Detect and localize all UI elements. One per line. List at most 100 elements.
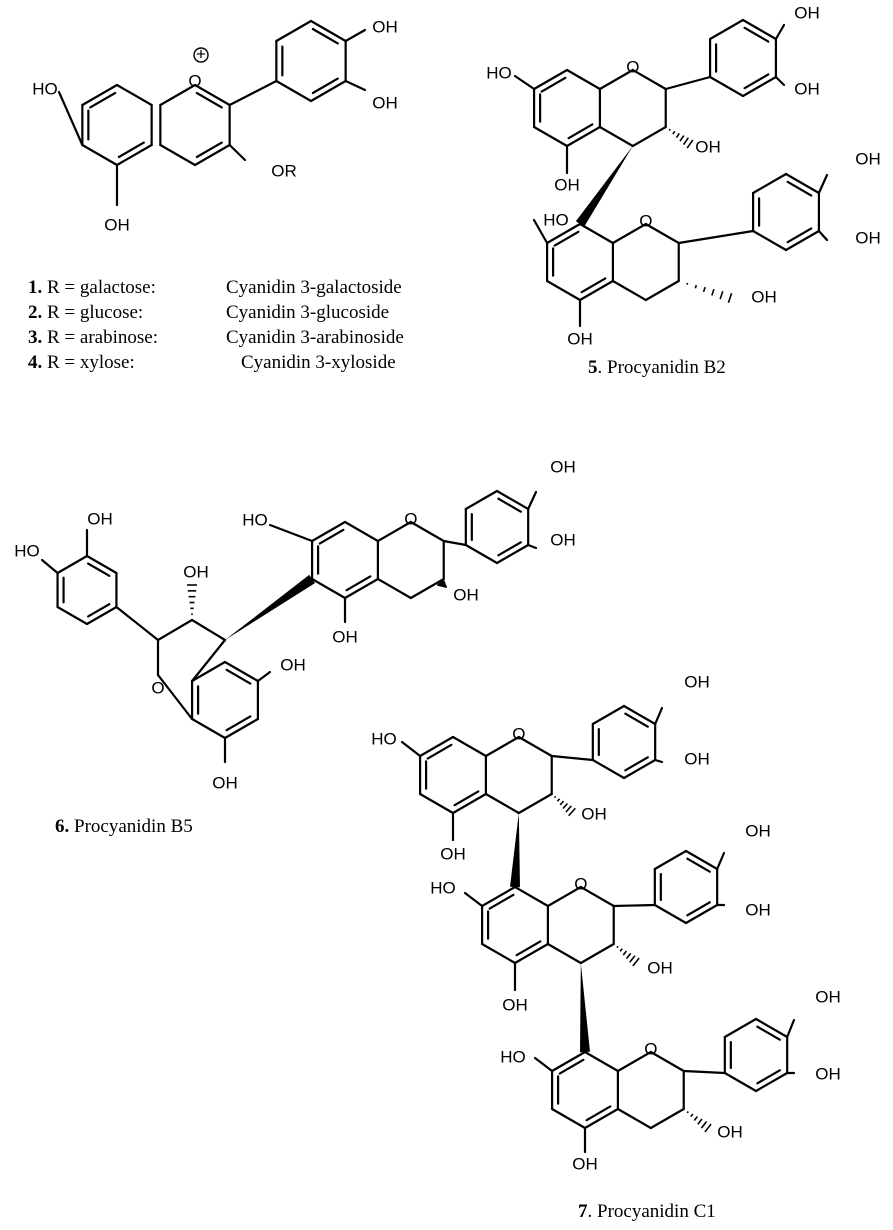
hydroxyl-label: OH — [581, 804, 607, 823]
aryl-bond — [612, 903, 656, 908]
hydroxyl-label: OH — [453, 585, 479, 604]
hydroxyl-label: OH — [815, 1064, 841, 1083]
hydroxyl-bond — [527, 543, 538, 550]
hashed-bond-stroke — [439, 582, 447, 586]
double-bond-inner-line — [195, 91, 223, 109]
flavanol-a-ring — [451, 792, 488, 815]
catechol-b-ring — [784, 172, 821, 195]
catechol-b-ring — [464, 543, 499, 565]
svg-text:7. Procyanidin C1: 7. Procyanidin C1 — [578, 1201, 716, 1222]
svg-text:6. Procyanidin B5: 6. Procyanidin B5 — [55, 816, 193, 837]
catechol-b-ring — [723, 1071, 758, 1093]
hashed-bond-stroke — [440, 581, 446, 584]
catechol-b-ring — [784, 229, 821, 252]
svg-text:5. Procyanidin B2: 5. Procyanidin B2 — [588, 357, 726, 378]
flavanol-a-ring — [310, 520, 347, 543]
aryl-bond — [550, 754, 594, 762]
catechol-b-ring — [495, 489, 530, 511]
double-bond-inner-line — [786, 227, 813, 244]
flavanol-a-ring — [418, 735, 455, 758]
catechol-b-ring — [622, 758, 657, 780]
double-bond-inner-line — [686, 901, 711, 917]
hydroxyl-label: HO — [371, 729, 397, 748]
flavanol-c-ring — [156, 673, 194, 721]
ring-oxygen-label: O — [188, 71, 201, 90]
double-bond-inner-line — [786, 180, 813, 197]
flavanol-c-ring — [190, 638, 227, 683]
aryl-bond — [442, 539, 467, 547]
flavanol-a-ring — [190, 717, 227, 740]
caption-compound-1: 1. R = galactose: Cyanidin 3-galactoside — [28, 277, 402, 298]
flavanol-c-ring — [376, 577, 412, 600]
caption-compound-6: 6. Procyanidin B5 — [55, 816, 193, 837]
flavanol-c-ring — [484, 735, 520, 758]
hashed-bond-stroke — [559, 800, 565, 806]
hydroxyl-label: HO — [500, 1047, 526, 1066]
catechol-b-ring — [622, 704, 657, 726]
hydroxyl-label: OH — [745, 821, 771, 840]
hydroxyl-label: HO — [430, 878, 456, 897]
flavanol-c-ring — [616, 1050, 652, 1073]
hydroxyl-bond — [817, 229, 829, 242]
hashed-bond-stroke — [690, 1113, 694, 1118]
flavanol-c-ring — [517, 735, 553, 758]
hydroxyl-bond — [786, 1018, 796, 1039]
double-bond-inner-line — [453, 790, 480, 807]
double-bond-inner-line — [345, 575, 372, 592]
svg-text:Cyanidin 3-xyloside: Cyanidin 3-xyloside — [241, 352, 396, 373]
flavylium-a-ring — [81, 143, 119, 167]
double-bond-inner-line — [756, 1069, 781, 1085]
flavanol-c-ring — [616, 1107, 652, 1130]
hashed-bond-stroke — [686, 1111, 689, 1114]
flavanol-c-ring — [644, 222, 680, 245]
hashed-bond-stroke — [622, 950, 628, 956]
hydroxyl-label: OH — [695, 137, 721, 156]
flavanol-c-ring — [649, 1107, 685, 1130]
flavanol-a-ring — [550, 1107, 587, 1130]
hydroxyl-label: OH — [794, 79, 820, 98]
hashed-bond-stroke — [568, 807, 576, 817]
hydroxyl-label: OH — [104, 215, 130, 234]
flavanol-c-ring — [579, 942, 615, 965]
caption-compound-7: 7. Procyanidin C1 — [578, 1201, 716, 1222]
hashed-bond-stroke — [619, 948, 623, 952]
double-bond-inner-line — [540, 76, 567, 93]
catechol-b-ring — [754, 1017, 789, 1039]
flavanol-c-ring — [546, 885, 582, 908]
svg-text:Cyanidin 3-galactoside: Cyanidin 3-galactoside — [226, 277, 402, 298]
hydroxyl-label: OH — [572, 1154, 598, 1173]
hashed-bond-stroke — [441, 580, 445, 583]
flavanol-a-ring — [565, 125, 602, 148]
ring-oxygen-label: O — [626, 57, 639, 76]
flavylium-c-ring — [193, 83, 231, 107]
hashed-bond-stroke — [700, 1121, 708, 1129]
catechol-b-ring — [309, 79, 347, 103]
flavanol-a-ring — [545, 279, 582, 302]
hydroxyl-bond — [817, 173, 829, 195]
catechol-b-ring — [591, 704, 626, 726]
hashed-bond-stroke — [704, 1123, 712, 1133]
flavylium-a-ring — [81, 83, 119, 107]
hydroxyl-label: OH — [684, 749, 710, 768]
catechol-b-ring — [741, 75, 778, 98]
hydroxyl-label: OH — [183, 562, 209, 581]
hydroxyl-label: OH — [567, 329, 593, 348]
hydroxyl-label: OH — [717, 1122, 743, 1141]
hydroxyl-label: OH — [751, 287, 777, 306]
atom-labels: HOOHOOROHOH+OOHOOHOHHOOHOHOHOHOHOHOHOOHO… — [14, 3, 881, 1173]
hydroxyl-label: OH — [332, 627, 358, 646]
ring-oxygen-label: O — [512, 724, 525, 743]
hydroxyl-label: OH — [502, 995, 528, 1014]
flavanol-c-ring — [611, 279, 647, 302]
hydroxyl-label: OH — [855, 228, 881, 247]
double-bond-inner-line — [311, 27, 339, 45]
double-bond-inner-line — [558, 1058, 585, 1075]
catechol-b-ring — [684, 849, 719, 871]
svg-text:1. R = galactose:: 1. R = galactose: — [28, 277, 156, 298]
catechol-b-ring — [309, 19, 347, 43]
catechol-b-ring — [653, 903, 688, 925]
flavanol-a-ring — [223, 717, 260, 740]
hydroxyl-label: OH — [684, 672, 710, 691]
double-bond-inner-line — [195, 141, 223, 159]
